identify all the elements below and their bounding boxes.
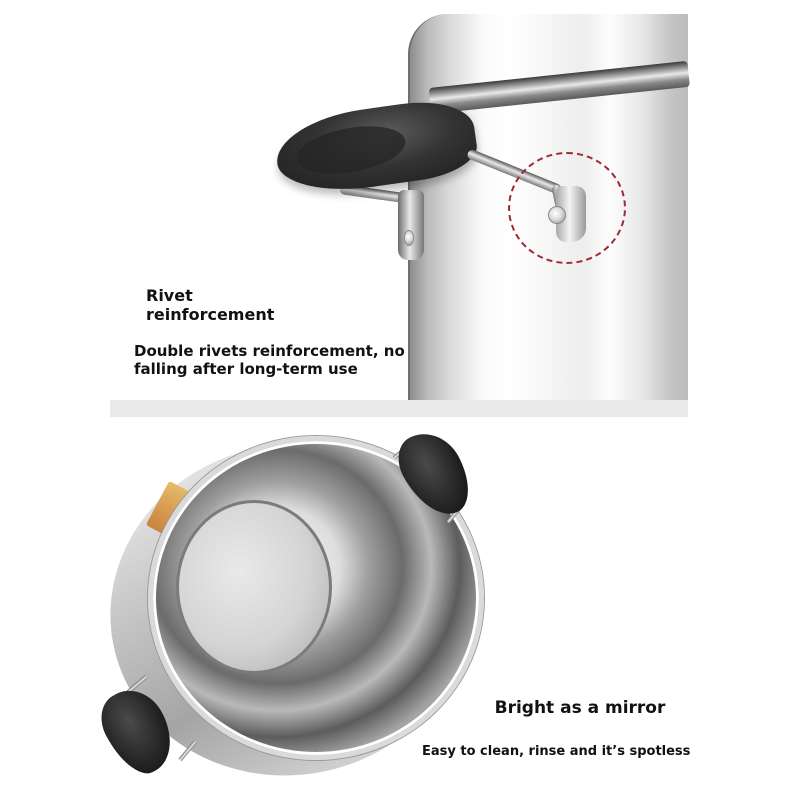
rivet-text-block: Rivet reinforcement Double rivets reinfo… [134,286,414,378]
rivet-callout-circle [508,152,626,264]
pot-interior-bottom [176,500,332,674]
feature-title-mirror: Bright as a mirror [494,698,666,718]
section-divider [110,400,688,417]
rivet-icon-left [404,230,414,246]
feature-title-rivet: Rivet reinforcement [146,286,275,324]
rivet-feature-panel: Rivet reinforcement Double rivets reinfo… [134,14,690,400]
feature-description-rivet: Double rivets reinforcement, no falling … [134,342,405,378]
mirror-text-block: Bright as a mirror Easy to clean, rinse … [422,698,690,759]
feature-description-mirror: Easy to clean, rinse and it’s spotless [422,744,691,759]
handle-bracket-left [398,190,424,260]
